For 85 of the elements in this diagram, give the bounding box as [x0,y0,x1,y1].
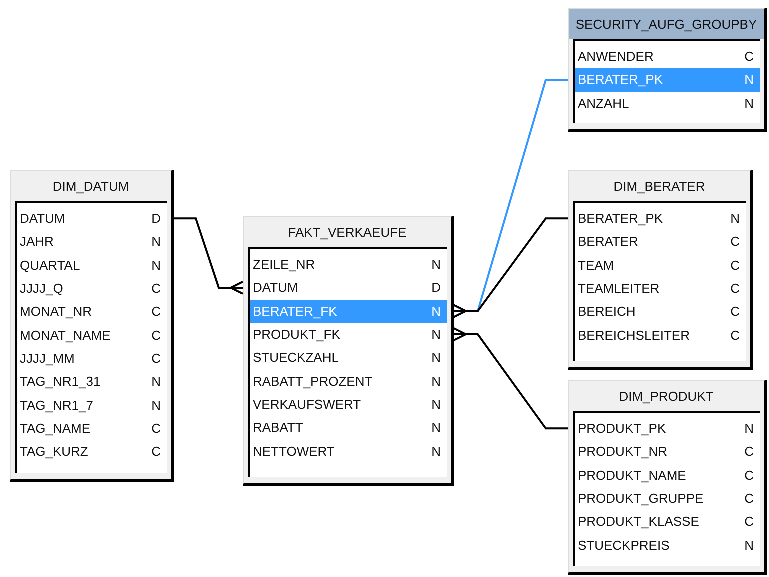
column-name: JJJJ_MM [20,350,75,366]
column-type: C [730,258,740,273]
column-type: N [744,72,754,88]
column-name: DATUM [253,280,298,296]
column-type: N [432,396,441,412]
column-name: RABATT_PROZENT [253,374,373,389]
column-name: RABATT [253,420,304,436]
column-name: BERATER_PK [578,72,664,88]
column-name: NETTOWERT [253,444,335,459]
table-card [243,216,454,486]
column-name: BEREICH [578,304,636,320]
column-name: PRODUKT_FK [253,327,340,342]
column-type: C [152,304,161,320]
column-type: C [744,468,754,483]
column-name: PRODUKT_GRUPPE [578,491,704,506]
column-name: JAHR [20,234,54,250]
column-name: STUECKPREIS [578,538,670,553]
column-type: C [730,281,740,296]
column-type: C [730,304,740,320]
column-type: C [744,444,754,460]
column-type: C [744,49,754,64]
column-name: BERATER [578,234,638,250]
column-type: N [432,257,441,272]
column-name: STUECKZAHL [253,350,339,366]
column-type: N [432,420,441,436]
column-type: N [152,234,161,250]
column-name: MONAT_NAME [20,328,111,343]
column-name: PRODUKT_KLASSE [578,514,700,530]
column-name: BEREICHSLEITER [578,328,690,343]
column-name: BERATER_PK [578,211,664,226]
column-type: N [432,327,441,342]
column-name: TAG_NAME [20,420,91,436]
column-type: N [730,211,740,226]
column-type: N [744,96,754,111]
column-name: TEAM [578,258,614,273]
column-name: BERATER_FK [253,304,338,319]
column-type: C [744,514,754,530]
relationship-line [174,218,244,295]
table-title: DIM_PRODUKT [619,388,714,404]
column-type: N [432,350,441,366]
column-type: D [152,211,161,226]
relationship-line [453,328,568,430]
column-type: C [152,328,161,343]
column-name: ANZAHL [578,96,630,111]
column-type: C [152,444,161,460]
column-type: N [744,538,754,553]
table-card [10,170,174,482]
selected-row [250,300,447,323]
column-name: TEAMLEITER [578,281,660,296]
relationship-line [453,218,568,318]
column-name: PRODUKT_NAME [578,468,686,483]
column-type: N [744,421,754,436]
column-type: C [730,234,740,250]
column-type: C [152,350,161,366]
column-type: N [152,258,161,273]
table-title: FAKT_VERKAEUFE [288,224,407,240]
column-name: TAG_KURZ [20,444,88,460]
column-name: PRODUKT_PK [578,421,666,436]
column-type: N [432,444,441,459]
column-name: PRODUKT_NR [578,444,668,460]
column-name: ZEILE_NR [253,257,316,272]
column-name: MONAT_NR [20,304,92,320]
table-title: DIM_DATUM [52,178,130,194]
column-name: DATUM [20,211,66,226]
column-type: N [432,304,441,319]
table-card [568,170,753,370]
column-name: QUARTAL [20,258,80,273]
column-type: N [432,374,441,389]
table-card [568,380,767,575]
column-type: C [730,328,740,343]
column-type: D [432,280,441,296]
table-card [568,8,767,132]
column-name: JJJJ_Q [20,281,64,296]
column-name: TAG_NR1_7 [20,398,94,413]
column-type: N [152,374,161,390]
selected-row [575,68,760,92]
column-name: VERKAUFSWERT [253,396,362,412]
column-name: ANWENDER [578,49,654,64]
column-type: C [152,281,161,296]
column-name: TAG_NR1_31 [20,374,101,390]
table-title: DIM_BERATER [614,178,706,194]
column-type: N [152,398,161,413]
column-type: C [152,420,161,436]
column-type: C [744,491,754,506]
table-title: SECURITY_AUFG_GROUPBY [576,16,758,32]
